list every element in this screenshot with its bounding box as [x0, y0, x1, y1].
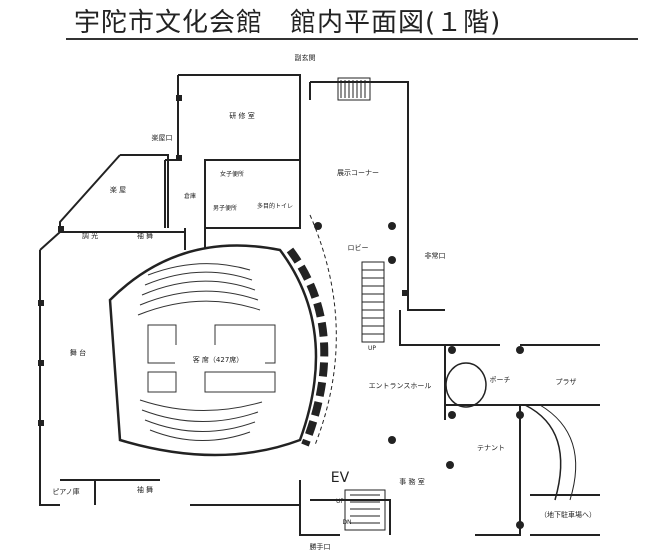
label-tenant: テナント [477, 444, 505, 452]
label-back-entrance: 楽屋口 [152, 133, 173, 142]
stairs [337, 77, 386, 531]
label-exhibition-corner: 展示コーナー [337, 169, 379, 177]
label-up: UP [368, 345, 376, 352]
label-piano-room: ピアノ庫 [52, 487, 79, 496]
plaza-walls [520, 344, 600, 406]
label-ev-dn: DN [342, 519, 351, 526]
plaza-curve-2 [539, 404, 577, 501]
label-emergency-exit: 非常口 [425, 251, 446, 260]
label-storage: 倉庫 [184, 192, 196, 200]
label-womens-toilet: 女子便所 [220, 170, 244, 178]
label-lobby: ロビー [348, 243, 369, 252]
label-side-entrance: 副玄関 [295, 53, 316, 62]
label-training-room: 研 修 室 [229, 111, 254, 120]
south-walls [299, 480, 391, 536]
label-porch: ポーチ [490, 376, 511, 384]
auditorium-wall [286, 247, 329, 447]
label-stage: 舞 台 [70, 348, 86, 357]
label-office: 事 務 室 [399, 477, 424, 486]
tenant-walls [415, 344, 521, 536]
parking-ramp [530, 494, 600, 536]
label-ev-up: UP [336, 498, 344, 505]
south-rooms [60, 479, 300, 506]
corridor-walls [184, 228, 206, 250]
label-multipurpose-toilet: 多目的トイレ [257, 202, 293, 210]
seat-blocks [137, 263, 276, 442]
label-prop-room-top: 袖 舞 [137, 231, 153, 240]
label-control-room: 調 光 [82, 231, 98, 240]
label-dressing-room: 楽 屋 [110, 185, 126, 194]
label-service-entrance: 勝手口 [310, 542, 331, 551]
label-plaza: プラザ [556, 378, 577, 386]
page-title: 宇陀市文化会館 館内平面図(１階) [74, 8, 502, 38]
label-to-parking: （地下駐車場へ） [540, 510, 596, 519]
label-entrance-hall: エントランスホール [369, 382, 432, 390]
label-seats: 客 席（427席） [193, 355, 244, 364]
columns [38, 95, 524, 529]
lobby-east-wall [399, 160, 500, 346]
side-entrance-walls [309, 81, 409, 160]
lobby-curve [309, 214, 337, 446]
toilet-block [164, 159, 301, 229]
label-mens-toilet: 男子便所 [213, 204, 237, 212]
label-ev: EV [331, 470, 350, 486]
plaza-curve [524, 404, 562, 501]
label-prop-room-bottom: 袖 舞 [137, 485, 153, 494]
porch-revolving-door [445, 362, 487, 408]
title-underline [66, 38, 638, 40]
